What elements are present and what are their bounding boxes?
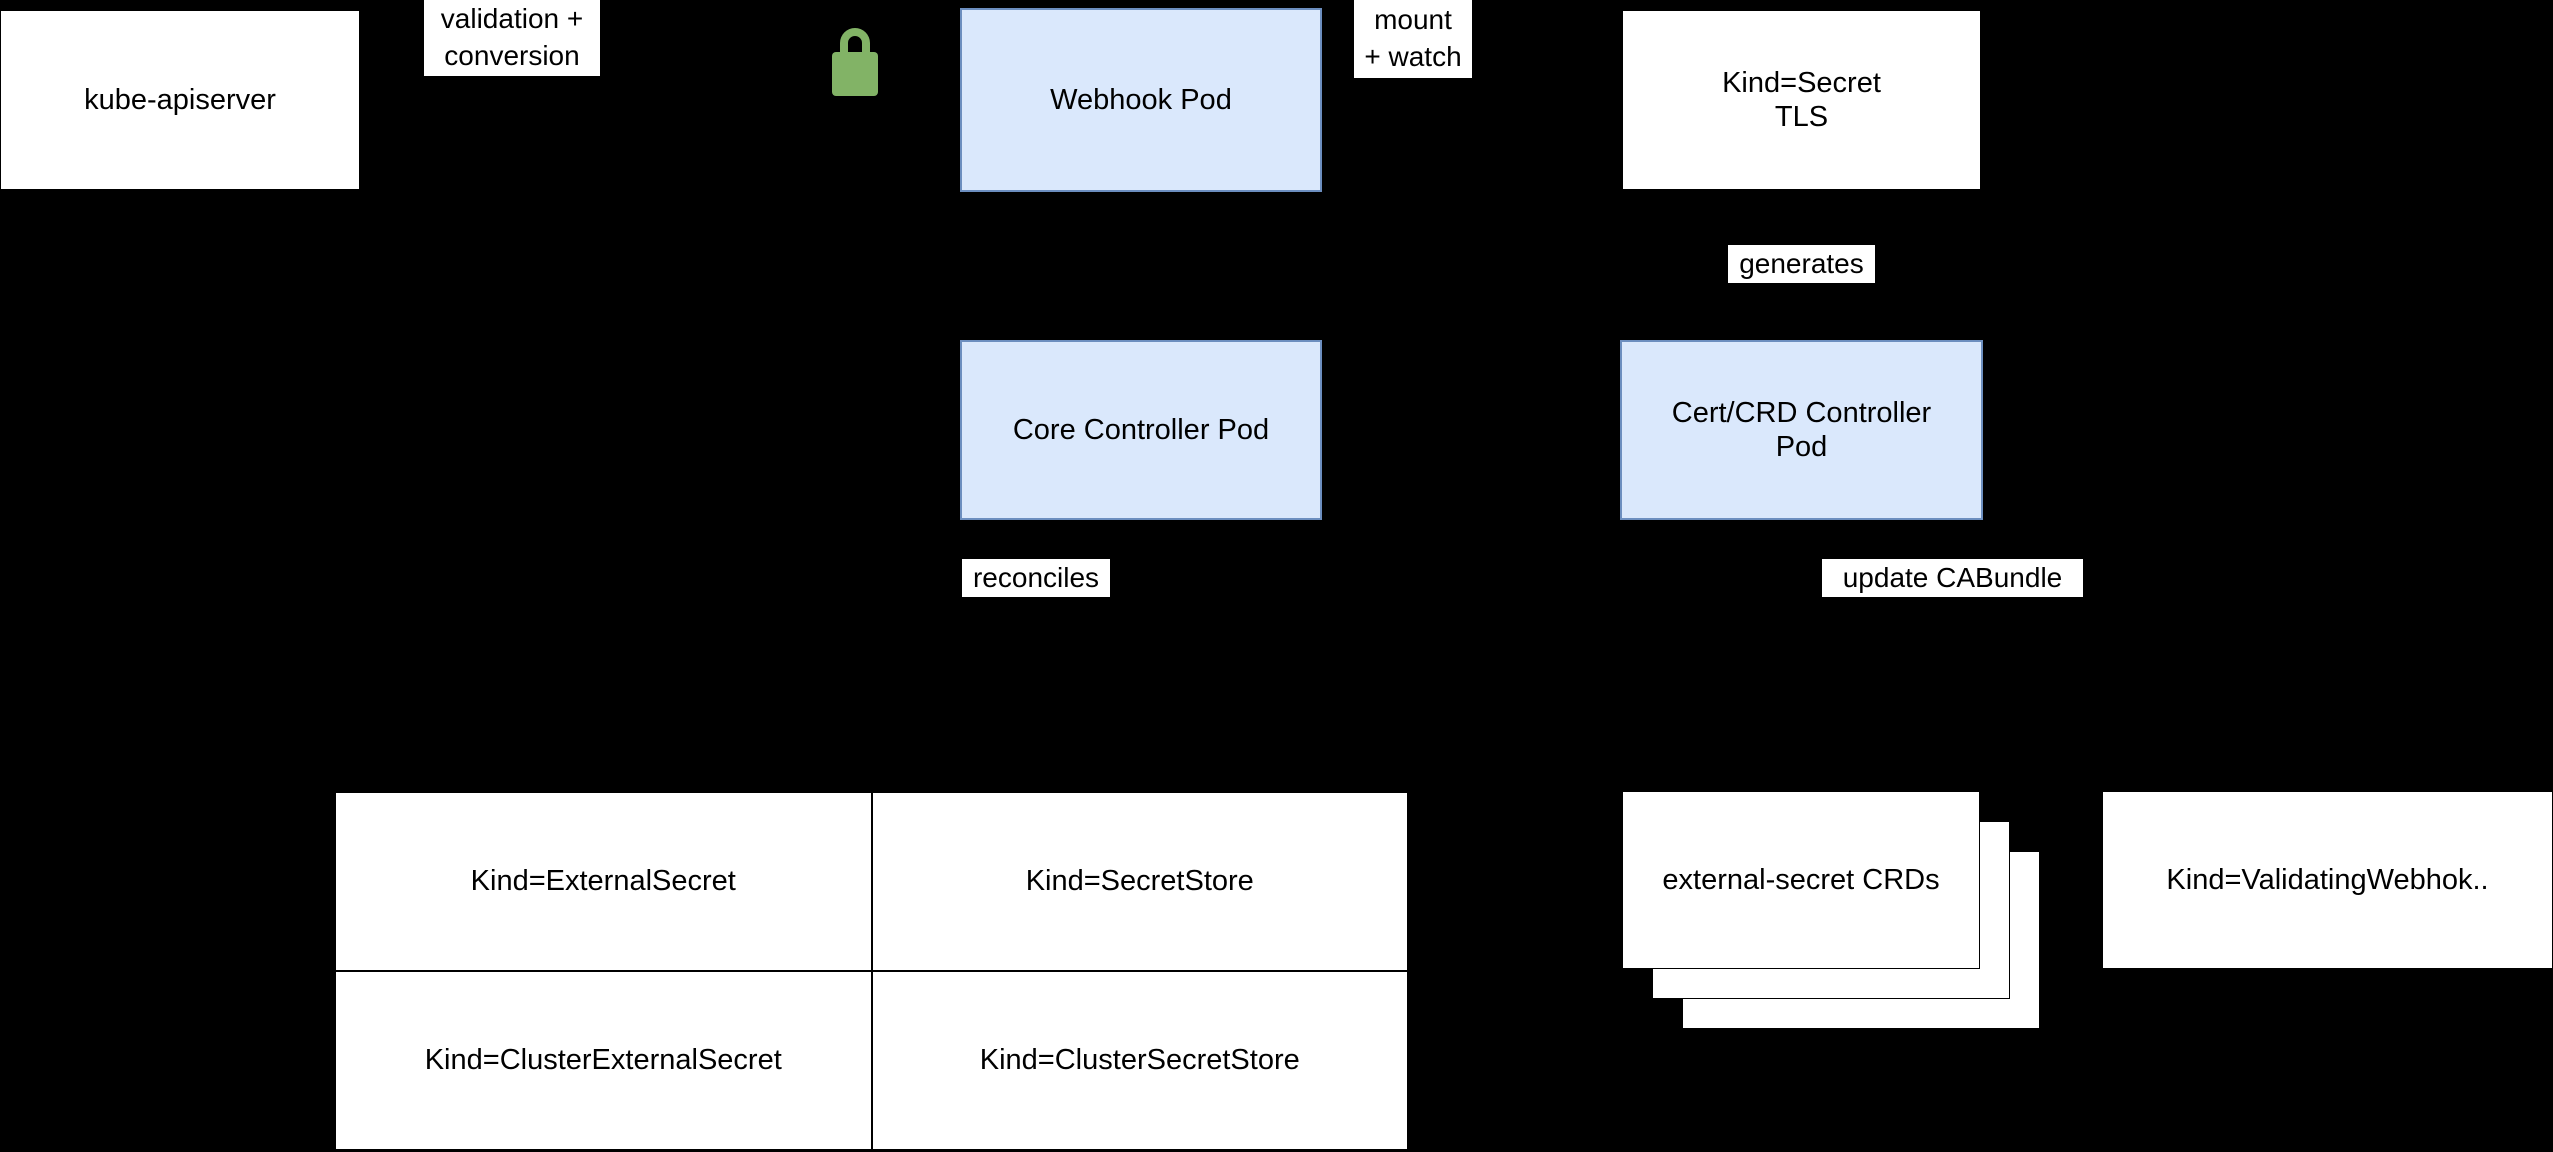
kind-cell-cluster-secret-store-label: Kind=ClusterSecretStore [979, 1044, 1300, 1076]
connector-apiserver-to-webhook [360, 99, 960, 101]
edge-label-validation-conversion-line1: validation + [440, 3, 584, 35]
kind-table: Kind=ExternalSecret Kind=SecretStore Kin… [333, 790, 1410, 1152]
node-kube-apiserver[interactable]: kube-apiserver [0, 10, 360, 190]
edge-label-mount-watch-line1: mount [1374, 4, 1452, 36]
kind-cell-external-secret-label: Kind=ExternalSecret [470, 865, 736, 897]
edge-label-reconciles-text: reconciles [972, 561, 1100, 593]
kind-cell-cluster-secret-store[interactable]: Kind=ClusterSecretStore [871, 971, 1408, 1150]
connector-certcrd-to-crds [1800, 520, 1802, 791]
connector-webhook-to-secret [1322, 99, 1622, 101]
crd-stack-sheet-front[interactable]: external-secret CRDs [1622, 791, 1980, 969]
edge-label-generates: generates [1728, 245, 1875, 283]
node-kube-apiserver-label: kube-apiserver [84, 83, 276, 116]
node-secret-tls-line1: Kind=Secret [1722, 66, 1881, 99]
node-webhook-pod-label: Webhook Pod [1050, 83, 1232, 116]
node-core-controller-pod-label: Core Controller Pod [1012, 413, 1270, 446]
node-secret-tls[interactable]: Kind=Secret TLS [1622, 10, 1981, 190]
node-validating-webhook-label: Kind=ValidatingWebhok.. [2166, 863, 2489, 896]
edge-label-reconciles: reconciles [962, 559, 1110, 597]
node-core-controller-pod[interactable]: Core Controller Pod [960, 340, 1322, 520]
node-cert-crd-controller-pod[interactable]: Cert/CRD Controller Pod [1620, 340, 1983, 520]
node-webhook-pod[interactable]: Webhook Pod [960, 8, 1322, 192]
edge-label-update-cabundle-text: update CABundle [1842, 561, 2063, 593]
edge-label-generates-text: generates [1739, 247, 1864, 279]
kind-cell-secret-store-label: Kind=SecretStore [1025, 865, 1254, 897]
edge-label-mount-watch-line2: + watch [1364, 41, 1462, 72]
node-cert-crd-controller-pod-line2: Pod [1775, 431, 1828, 463]
kind-cell-secret-store[interactable]: Kind=SecretStore [871, 792, 1408, 971]
kind-cell-cluster-external-secret-label: Kind=ClusterExternalSecret [424, 1044, 782, 1076]
external-secret-crds-stack[interactable]: external-secret CRDs [1622, 791, 2042, 1031]
node-validating-webhook[interactable]: Kind=ValidatingWebhok.. [2102, 791, 2553, 969]
lock-icon [818, 18, 892, 98]
kind-cell-external-secret[interactable]: Kind=ExternalSecret [335, 792, 872, 971]
node-secret-tls-line2: TLS [1774, 101, 1829, 133]
node-cert-crd-controller-pod-line1: Cert/CRD Controller [1671, 396, 1932, 429]
external-secret-crds-label: external-secret CRDs [1662, 863, 1940, 896]
edge-label-mount-watch: mount + watch [1354, 0, 1472, 78]
edge-label-validation-conversion: validation + conversion [424, 0, 600, 76]
edge-label-update-cabundle: update CABundle [1822, 559, 2083, 597]
kind-cell-cluster-external-secret[interactable]: Kind=ClusterExternalSecret [335, 971, 872, 1150]
edge-label-validation-conversion-line2: conversion [444, 40, 580, 71]
